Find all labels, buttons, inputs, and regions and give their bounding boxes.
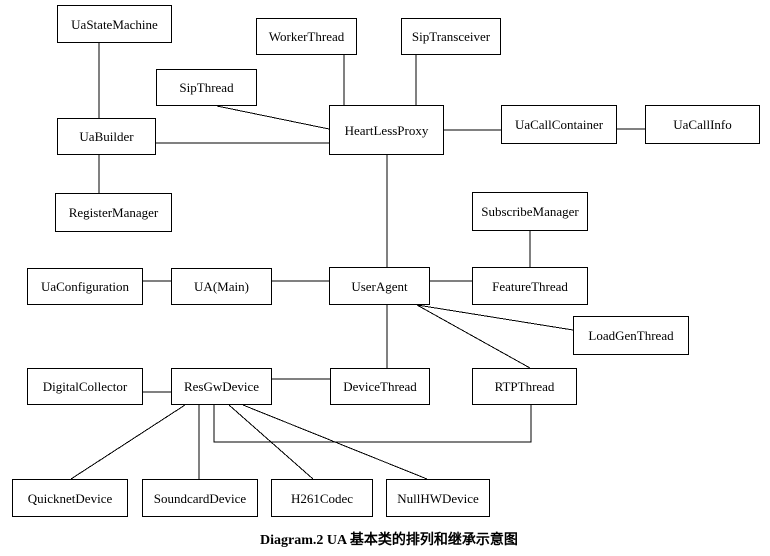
node-ua-call-info[interactable]: UaCallInfo (645, 105, 760, 144)
node-ua-state-machine[interactable]: UaStateMachine (57, 5, 172, 43)
edge-sip-thread--heart-less-proxy (216, 105, 330, 130)
node-ua-builder[interactable]: UaBuilder (57, 118, 156, 155)
node-sip-transceiver[interactable]: SipTransceiver (401, 18, 501, 55)
edge-res-gw-device--rtp-thread (213, 405, 532, 443)
node-h261-codec[interactable]: H261Codec (271, 479, 373, 517)
node-ua-call-container[interactable]: UaCallContainer (501, 105, 617, 144)
node-load-gen-thread[interactable]: LoadGenThread (573, 316, 689, 355)
node-rtp-thread[interactable]: RTPThread (472, 368, 577, 405)
node-ua-configuration[interactable]: UaConfiguration (27, 268, 143, 305)
node-device-thread[interactable]: DeviceThread (330, 368, 430, 405)
node-quicknet-device[interactable]: QuicknetDevice (12, 479, 128, 517)
node-register-manager[interactable]: RegisterManager (55, 193, 172, 232)
node-null-hw-device[interactable]: NullHWDevice (386, 479, 490, 517)
node-sip-thread[interactable]: SipThread (156, 69, 257, 106)
node-subscribe-manager[interactable]: SubscribeManager (472, 192, 588, 231)
node-user-agent[interactable]: UserAgent (329, 267, 430, 305)
edge-res-gw-device--quicknet-device (70, 404, 186, 480)
node-ua-main[interactable]: UA(Main) (171, 268, 272, 305)
node-soundcard-device[interactable]: SoundcardDevice (142, 479, 258, 517)
diagram-caption: Diagram.2 UA 基本类的排列和继承示意图 (260, 533, 518, 548)
node-digital-collector[interactable]: DigitalCollector (27, 368, 143, 405)
node-res-gw-device[interactable]: ResGwDevice (171, 368, 272, 405)
node-heart-less-proxy[interactable]: HeartLessProxy (329, 105, 444, 155)
node-worker-thread[interactable]: WorkerThread (256, 18, 357, 55)
edge-user-agent--load-gen-thread (416, 304, 574, 331)
edge-user-agent--rtp-thread (416, 304, 531, 369)
node-feature-thread[interactable]: FeatureThread (472, 267, 588, 305)
